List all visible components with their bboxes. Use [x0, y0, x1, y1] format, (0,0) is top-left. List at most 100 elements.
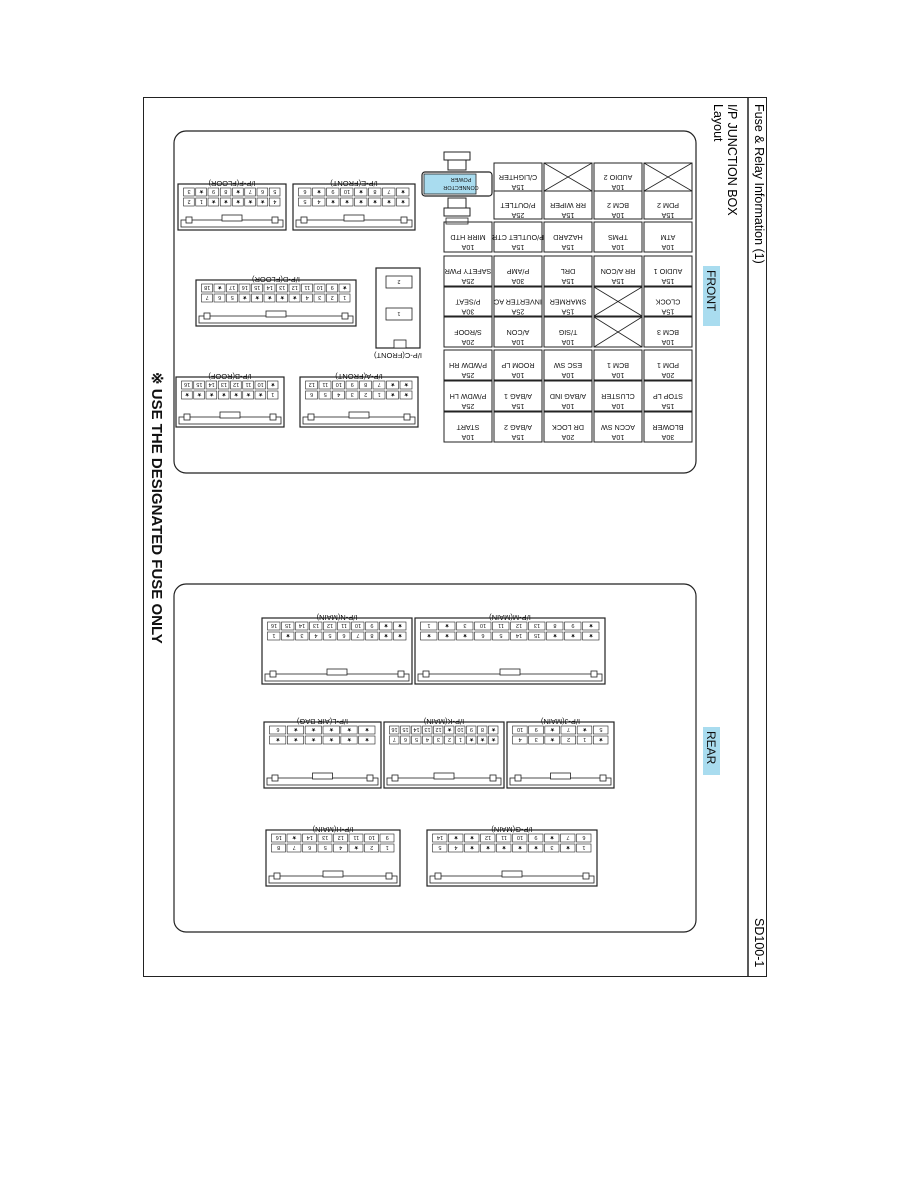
fuse-rating: 25A: [461, 277, 474, 286]
fuse-rating: 15A: [511, 183, 524, 192]
pin-label: 4: [314, 632, 317, 638]
pin-label: ★: [550, 726, 555, 733]
pin-label: 14: [516, 632, 522, 638]
fuse-name: SMARMER: [550, 298, 587, 307]
pin-label: 5: [231, 294, 234, 300]
pin-label: 6: [308, 844, 311, 850]
fuse-name: CLUSTER: [601, 392, 635, 401]
pin-label: 4: [306, 294, 309, 300]
pin-label: 5: [438, 844, 441, 850]
fuse-rating: 15A: [561, 211, 574, 220]
fuse-rating: 20A: [661, 371, 674, 380]
pin-label: ★: [570, 632, 575, 639]
pin-label: 16: [242, 284, 248, 290]
pin-label: 12: [233, 381, 239, 387]
fuse-rating: 15A: [561, 277, 574, 286]
connector-label: I/P-B(ROOF): [208, 372, 252, 381]
pin-label: 7: [249, 188, 252, 194]
pin-label: 1: [459, 736, 462, 742]
pin-label: 13: [221, 381, 227, 387]
fuse-name: AUDIO 1: [654, 267, 683, 276]
pin-label: ★: [397, 622, 402, 629]
fuse-name: T/SIG: [558, 328, 577, 337]
pin-label: 5: [273, 188, 276, 194]
pin-label: ★: [358, 188, 363, 195]
pin-label: 7: [393, 736, 396, 742]
pin-label: ★: [197, 391, 202, 398]
fuse-name: ATM: [661, 233, 676, 242]
pin-label: 4: [339, 844, 342, 850]
pin-label: 7: [356, 632, 359, 638]
pin-label: 1: [343, 294, 346, 300]
fuse-name: PDM 2: [657, 201, 679, 210]
connector-label: I/P-H(MAIN): [312, 825, 353, 834]
fuse-rating: 10A: [611, 211, 624, 220]
pin-label: ★: [280, 294, 285, 301]
pin-label: ★: [344, 198, 349, 205]
front-label: FRONT: [704, 270, 718, 312]
pin-label: ★: [255, 294, 260, 301]
pin-label: 10: [457, 726, 463, 732]
pin-label: ★: [404, 381, 409, 388]
pin-label: 1: [200, 198, 203, 204]
fuse-rating: 10A: [461, 243, 474, 252]
pin-label: 12: [485, 834, 491, 840]
fuse-rating: 15A: [661, 211, 674, 220]
pin-label: 16: [391, 726, 397, 732]
pin-label: 5: [303, 198, 306, 204]
pin-label: ★: [565, 844, 570, 851]
pin-label: ★: [485, 844, 490, 851]
fuse-name: P/OUTLET: [500, 201, 536, 210]
fuse-name: A/BAG 1: [504, 392, 532, 401]
pin-label: 3: [437, 736, 440, 742]
power-connector: POWER CONNECTOR: [421, 151, 493, 225]
pin-label: ★: [347, 736, 352, 743]
pin-label: 14: [299, 622, 305, 628]
pin-label: ★: [383, 622, 388, 629]
pin-label: ★: [311, 736, 316, 743]
pin-label: 6: [310, 391, 313, 397]
pin-label: ★: [365, 726, 370, 733]
fuse-rating: 25A: [461, 371, 474, 380]
fuse-name: TPMS: [608, 233, 628, 242]
pin-label: 16: [184, 381, 190, 387]
pin-label: 10: [258, 381, 264, 387]
pin-label: 8: [553, 622, 556, 628]
header-title: Fuse & Relay Information (1): [752, 104, 766, 264]
pin-label: 11: [501, 834, 507, 840]
connector-label: I/P-A(FRONT): [335, 372, 383, 381]
pin-label: ★: [358, 198, 363, 205]
power-connector-label-1: POWER: [451, 176, 472, 182]
pin-label: 2: [188, 198, 191, 204]
pin-label: 6: [276, 726, 279, 732]
fuse-cell: [593, 316, 643, 348]
fuse-rating: 15A: [511, 243, 524, 252]
fuse-name: ROOM LP: [501, 361, 534, 370]
fuse-rating: 25A: [511, 211, 524, 220]
fuse-name: HAZARD: [553, 233, 583, 242]
fuse-name: A/BAG 2: [504, 423, 532, 432]
pin-label: ★: [372, 198, 377, 205]
front-badge: FRONT: [703, 266, 720, 326]
fuse-name: ACCN SW: [601, 423, 635, 432]
fuse-rating: 10A: [561, 402, 574, 411]
pin-label: 2: [370, 844, 373, 850]
pin-label: 3: [535, 736, 538, 742]
fuse-name: PDM 1: [657, 361, 679, 370]
pin-label: 10: [517, 726, 523, 732]
fuse-rating: 10A: [561, 371, 574, 380]
page-frame: [143, 97, 767, 977]
pin-label: 1: [427, 622, 430, 628]
